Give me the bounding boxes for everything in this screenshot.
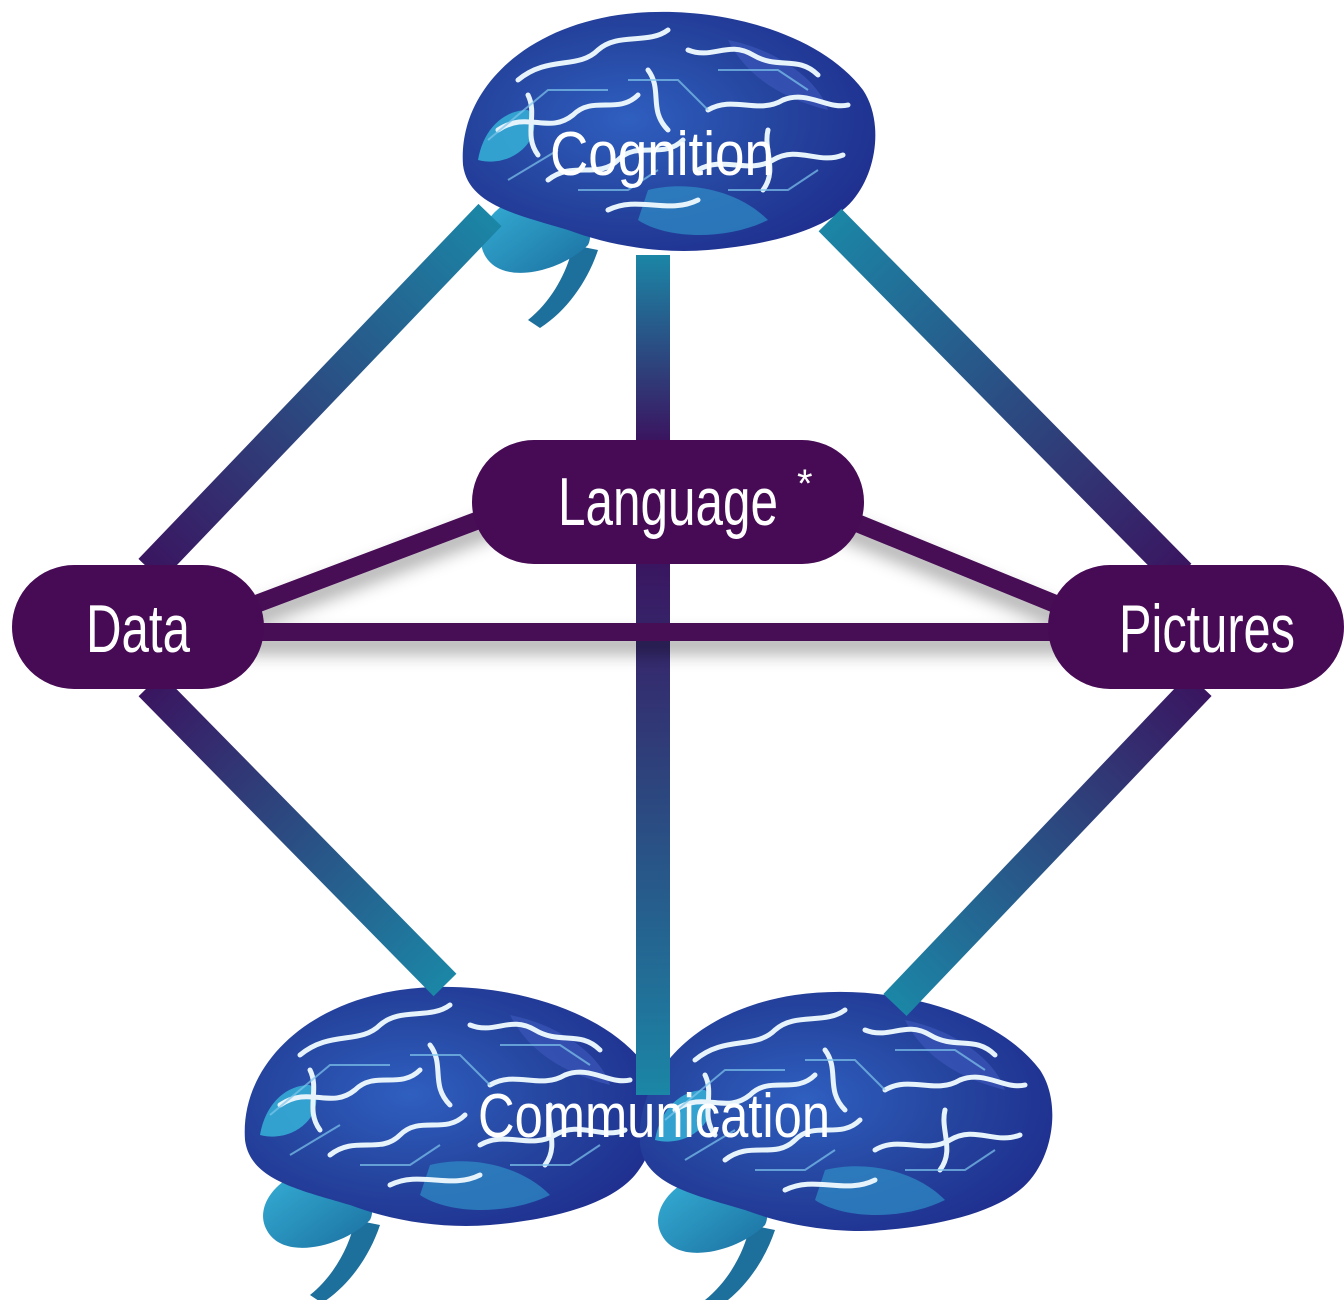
node-language: Language * <box>472 440 864 564</box>
pictures-label: Pictures <box>1119 591 1295 667</box>
line-data-communication <box>138 673 457 997</box>
data-label: Data <box>86 591 190 667</box>
connector-lines <box>138 203 1212 1095</box>
pictures-pill <box>1048 565 1344 689</box>
line-data-language <box>231 503 504 621</box>
language-label: Language <box>558 464 778 540</box>
data-pill <box>12 565 264 689</box>
node-pictures: Pictures <box>1048 565 1344 689</box>
cognition-brain: Cognition <box>463 12 876 328</box>
communication-label: Communication <box>478 1082 830 1151</box>
cognition-label: Cognition <box>550 120 774 189</box>
line-pictures-communication <box>883 673 1212 1017</box>
line-cognition-data <box>138 203 502 582</box>
language-asterisk: * <box>797 462 813 506</box>
language-pill <box>472 440 864 564</box>
node-data: Data <box>12 565 264 689</box>
line-language-pictures <box>826 503 1079 621</box>
line-cognition-pictures <box>818 208 1192 587</box>
triangle-lines <box>231 503 1079 641</box>
